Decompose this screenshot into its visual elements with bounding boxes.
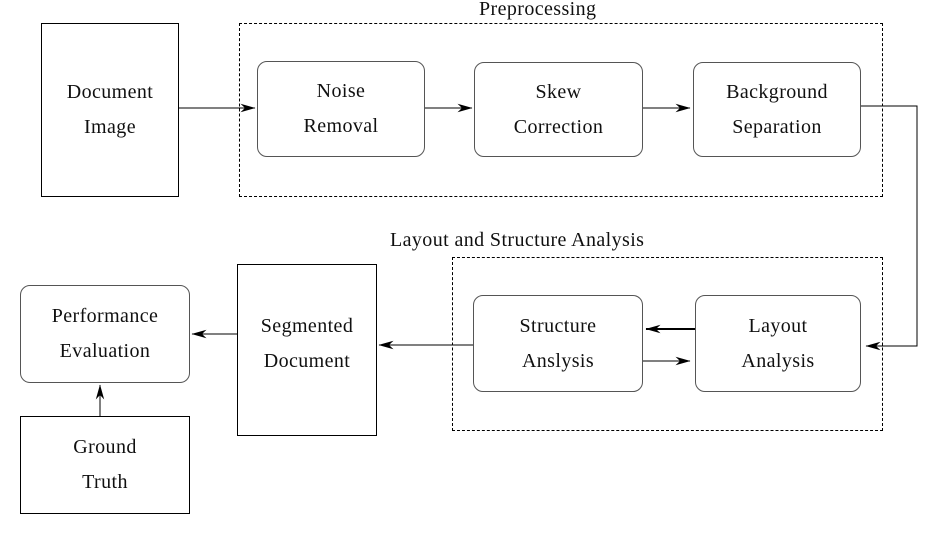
node-structure-analysis-line2: Anslysis <box>521 349 595 372</box>
node-segmented-document: Segmented Document <box>237 264 377 436</box>
layout-structure-group-label: Layout and Structure Analysis <box>390 229 645 251</box>
node-noise-removal: Noise Removal <box>257 61 425 157</box>
node-performance-evaluation-line2: Evaluation <box>59 340 151 362</box>
node-layout-analysis-line2: Analysis <box>741 349 815 372</box>
node-layout-analysis-line1: Layout <box>748 314 808 337</box>
node-skew-correction: Skew Correction <box>474 62 643 157</box>
node-segmented-document-line1: Segmented <box>260 315 354 337</box>
node-ground-truth-line2: Truth <box>82 471 128 493</box>
node-document-image: Document Image <box>41 23 179 197</box>
node-structure-analysis-line1: Structure <box>519 314 597 337</box>
preprocessing-group-label: Preprocessing <box>479 0 597 20</box>
node-structure-analysis: Structure Anslysis <box>473 295 643 392</box>
node-ground-truth-line1: Ground <box>73 436 137 458</box>
node-performance-evaluation-line1: Performance <box>51 305 159 327</box>
node-noise-removal-line2: Removal <box>303 115 379 137</box>
node-skew-correction-line2: Correction <box>513 115 604 138</box>
node-segmented-document-line2: Document <box>263 350 351 372</box>
node-document-image-line2: Image <box>84 116 136 138</box>
node-background-separation-line2: Separation <box>732 115 822 138</box>
node-layout-analysis: Layout Analysis <box>695 295 861 392</box>
node-skew-correction-line1: Skew <box>535 80 582 103</box>
node-document-image-line1: Document <box>66 81 154 103</box>
node-performance-evaluation: Performance Evaluation <box>20 285 190 383</box>
node-ground-truth: Ground Truth <box>20 416 190 514</box>
node-noise-removal-line1: Noise <box>316 80 366 102</box>
node-background-separation-line1: Background <box>726 80 828 103</box>
node-background-separation: Background Separation <box>693 62 861 157</box>
